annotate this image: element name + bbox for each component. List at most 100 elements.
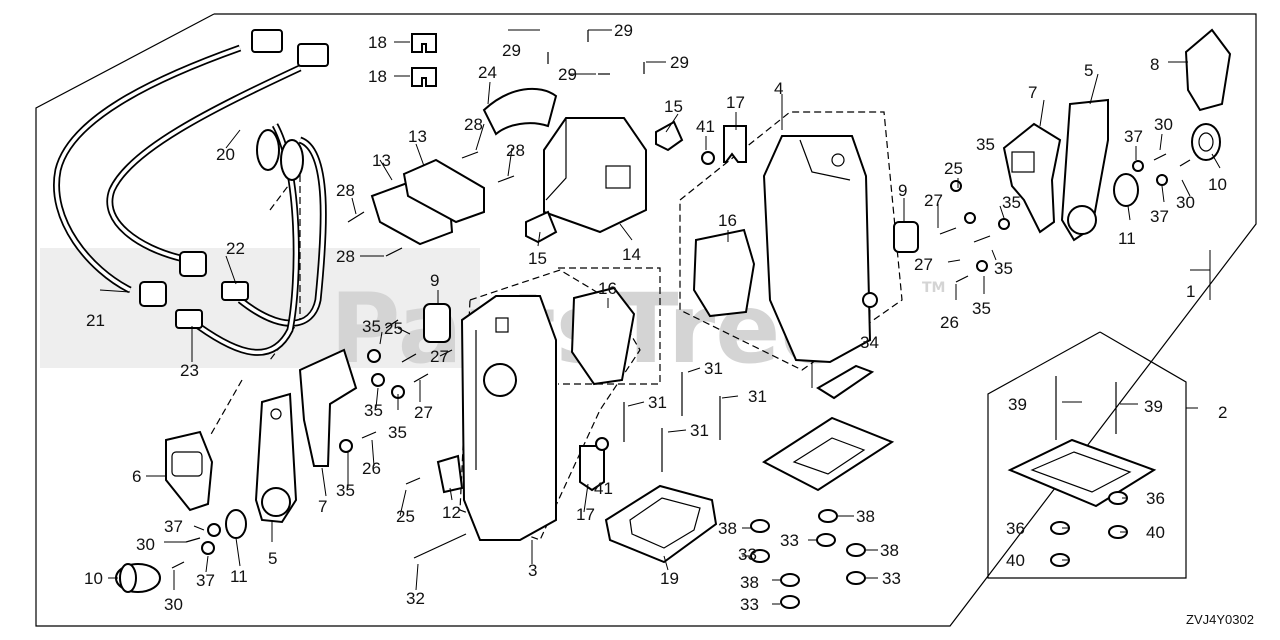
callout-18-bottom: 18	[368, 67, 387, 86]
clip-18-bottom	[411, 67, 437, 87]
harness-connector-top-2	[297, 43, 329, 67]
gasket-plate	[762, 416, 895, 492]
callout-27-right-b: 27	[914, 255, 933, 274]
callout-38-a: 38	[718, 519, 737, 538]
bracket-13-b	[402, 158, 485, 224]
callout-35-f: 35	[364, 401, 383, 420]
cap-10-right	[1191, 123, 1221, 161]
callout-23: 23	[180, 361, 199, 380]
remote-housing-4	[762, 135, 872, 364]
callout-37-b: 37	[1150, 207, 1169, 226]
callout-19: 19	[660, 569, 679, 588]
remote-box-outline-4	[679, 111, 903, 371]
harness-connector-left-2	[179, 251, 207, 277]
cap-10-left	[115, 563, 161, 593]
screws	[171, 30, 1191, 569]
callout-28-b: 28	[506, 141, 525, 160]
callout-40-b: 40	[1006, 551, 1025, 570]
callout-25-bottom: 25	[396, 507, 415, 526]
callout-28-d: 28	[336, 247, 355, 266]
callout-9-left: 9	[430, 271, 439, 290]
plate-34-small	[816, 364, 875, 400]
clip-18-top	[411, 33, 437, 53]
callout-41-a: 41	[696, 117, 715, 136]
harness-cables	[53, 29, 329, 356]
callout-16-upper: 16	[718, 211, 737, 230]
callout-8: 8	[1150, 55, 1159, 74]
callout-15-top: 15	[664, 97, 683, 116]
handle-6	[165, 430, 214, 512]
callout-36-a: 36	[1146, 489, 1165, 508]
callout-28-c: 28	[336, 181, 355, 200]
callout-26-right: 26	[940, 313, 959, 332]
callout-17-bottom: 17	[576, 505, 595, 524]
harness-plug-1	[256, 129, 280, 171]
switch-box-14	[543, 117, 647, 234]
callout-31-b: 31	[648, 393, 667, 412]
callout-17-top: 17	[726, 93, 745, 112]
callout-35-c: 35	[994, 259, 1013, 278]
callout-27-left-a: 27	[430, 347, 449, 366]
callout-30-right-b: 30	[1176, 193, 1195, 212]
callout-29-b: 29	[502, 41, 521, 60]
callout-9-right: 9	[898, 181, 907, 200]
callout-26-left: 26	[362, 459, 381, 478]
assembly-2-outline	[987, 331, 1187, 579]
callout-11-right: 11	[1118, 229, 1136, 248]
lever-7-right	[1002, 122, 1062, 234]
callout-10-right: 10	[1208, 175, 1227, 194]
callout-12: 12	[442, 503, 461, 522]
callout-37-a: 37	[1124, 127, 1143, 146]
callout-37-c: 37	[164, 517, 183, 536]
plate-16-lower	[570, 286, 636, 386]
harness-plug-2	[280, 139, 304, 181]
callout-11-left: 11	[230, 567, 248, 586]
callout-33-a: 33	[738, 545, 757, 564]
callout-39-a: 39	[1008, 395, 1027, 414]
callout-1: 1	[1186, 282, 1195, 301]
callout-28-a: 28	[464, 115, 483, 134]
callout-29-a: 29	[614, 21, 633, 40]
bracket-17-top	[723, 125, 747, 163]
callout-37-d: 37	[196, 571, 215, 590]
callout-25-right: 25	[944, 159, 963, 178]
callout-7-left: 7	[318, 497, 327, 516]
callout-7-right: 7	[1028, 83, 1037, 102]
assembly-1-outline	[35, 13, 1257, 627]
cover-24	[482, 87, 558, 136]
harness-connector-top-1	[251, 29, 283, 53]
rubber-9-left	[423, 303, 451, 343]
bolt-32	[413, 533, 467, 559]
callout-4: 4	[774, 79, 783, 98]
callout-27-right-a: 27	[924, 191, 943, 210]
callout-30-right-a: 30	[1154, 115, 1173, 134]
callout-27-left-b: 27	[414, 403, 433, 422]
clips-18	[411, 33, 437, 87]
callout-13-top: 13	[408, 127, 427, 146]
callout-38-c: 38	[880, 541, 899, 560]
callout-3: 3	[528, 561, 537, 580]
callout-35-d: 35	[972, 299, 991, 318]
callout-2: 2	[1218, 403, 1227, 422]
callout-36-b: 36	[1006, 519, 1025, 538]
callout-5-right: 5	[1084, 61, 1093, 80]
callout-38-d: 38	[740, 573, 759, 592]
callout-31-a: 31	[704, 359, 723, 378]
callout-30-left-b: 30	[164, 595, 183, 614]
watermark-dots	[40, 248, 480, 368]
callout-33-c: 33	[882, 569, 901, 588]
clip-15-top	[655, 120, 684, 152]
callout-31-d: 31	[690, 421, 709, 440]
arm-5-left	[254, 392, 298, 524]
leader-lines	[99, 29, 1221, 605]
callout-41-b: 41	[594, 479, 613, 498]
watermark-tm: TM	[922, 280, 945, 296]
callout-13-mid: 13	[372, 151, 391, 170]
plate-16-upper	[692, 228, 756, 318]
harness-connector-mid-2	[175, 309, 203, 329]
plate-12	[436, 454, 464, 494]
lever-7-left	[298, 348, 358, 467]
arm-5-right	[1060, 98, 1109, 242]
callout-29-d: 29	[670, 53, 689, 72]
